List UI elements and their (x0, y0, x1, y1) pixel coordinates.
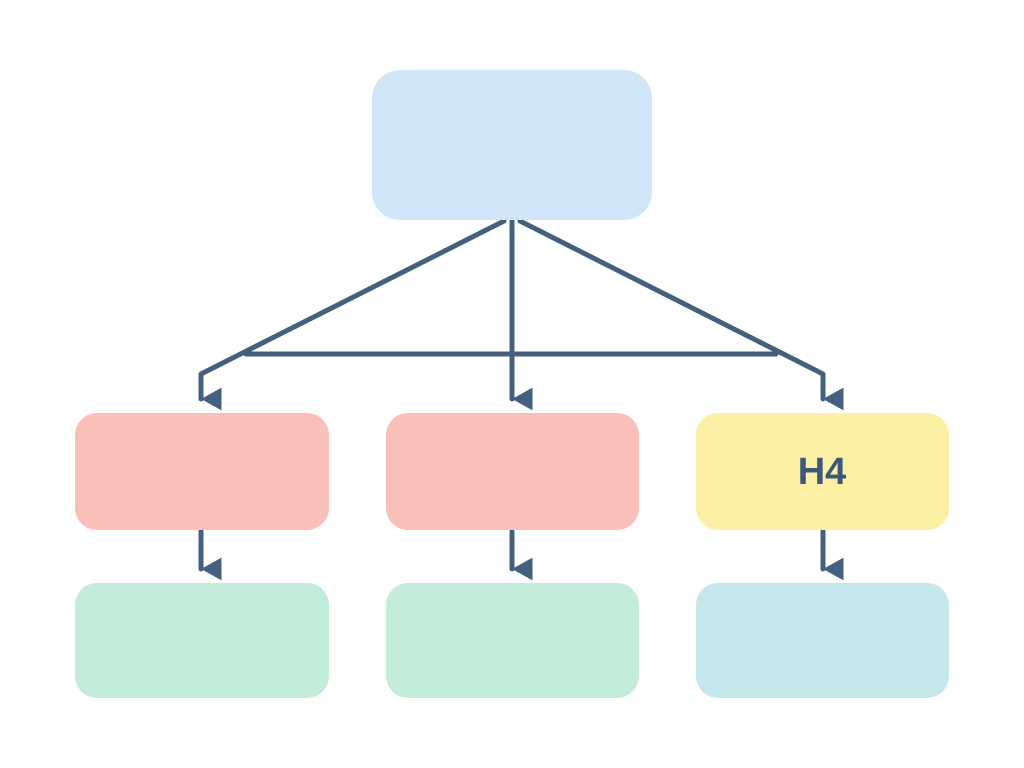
connector-root-to-right (517, 218, 844, 411)
node-left-mid-box (75, 413, 329, 530)
node-center-mid-box (386, 413, 639, 530)
node-root-box (372, 70, 652, 220)
node-root (372, 70, 652, 220)
node-right-mid-label: H4 (798, 451, 847, 493)
connector-root-to-left (198, 218, 507, 411)
node-center-mid (386, 413, 639, 530)
connectors (198, 218, 844, 581)
node-left-mid (75, 413, 329, 530)
node-left-bottom (75, 583, 329, 698)
node-center-bottom (386, 583, 639, 698)
node-right-mid-box (696, 413, 949, 530)
node-center-bottom-box (386, 583, 639, 698)
node-left-bottom-box (75, 583, 329, 698)
node-right-bottom-box (696, 583, 949, 698)
node-right-bottom (696, 583, 949, 698)
node-right-mid: H4 (696, 413, 949, 530)
